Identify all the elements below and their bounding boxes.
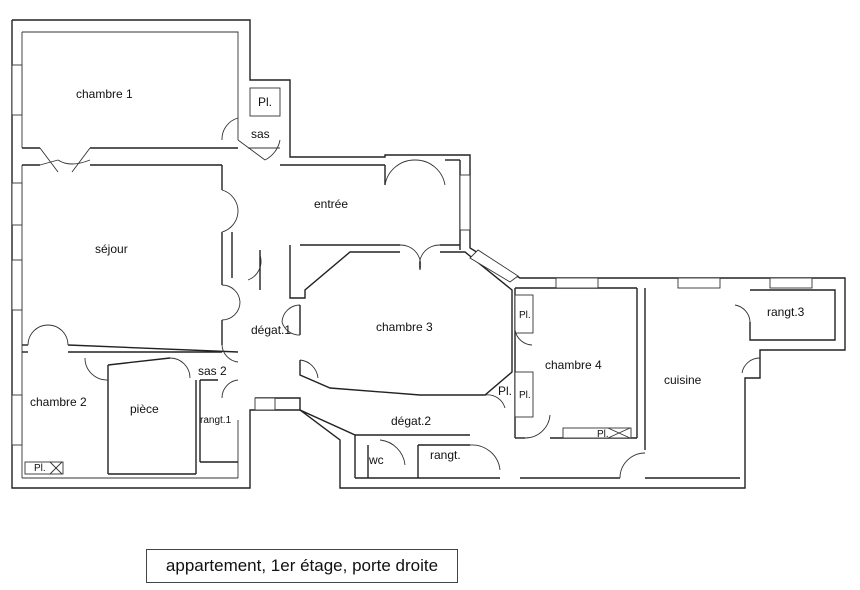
window-cuisine-1 — [677, 277, 721, 289]
room-labels: chambre 1 Pl. sas entrée séjour chambre … — [30, 87, 805, 474]
label-chambre4: chambre 4 — [545, 358, 602, 372]
label-wc: wc — [368, 453, 384, 467]
window-chambre1 — [11, 64, 23, 116]
window-chambre2 — [11, 394, 23, 446]
label-chambre2: chambre 2 — [30, 395, 87, 409]
window-degat2 — [254, 397, 276, 411]
label-sejour: séjour — [95, 242, 128, 256]
label-placard-ch3: Pl. — [498, 384, 512, 398]
label-degat1: dégat.1 — [251, 323, 291, 337]
label-cuisine: cuisine — [664, 373, 702, 387]
window-sejour-1 — [11, 182, 23, 226]
label-placard-ch4-bottom: Pl. — [597, 429, 609, 440]
label-sas2: sas 2 — [198, 364, 227, 378]
label-rangt3: rangt.3 — [767, 305, 805, 319]
doors — [27, 117, 761, 479]
plan-caption: appartement, 1er étage, porte droite — [146, 549, 458, 583]
window-chambre4 — [555, 277, 599, 289]
label-chambre1: chambre 1 — [76, 87, 133, 101]
window-cuisine-2 — [769, 277, 813, 289]
window-sejour-2 — [11, 259, 23, 311]
label-piece: pièce — [130, 402, 159, 416]
label-placard-top: Pl. — [258, 95, 272, 109]
label-placard-ch4-mid: Pl. — [519, 390, 531, 401]
window-diagonal — [469, 249, 519, 283]
label-entree: entrée — [314, 197, 348, 211]
label-placard-ch4-top: Pl. — [519, 310, 531, 321]
label-chambre3: chambre 3 — [376, 320, 433, 334]
label-rangt: rangt. — [430, 448, 461, 462]
label-degat2: dégat.2 — [391, 414, 431, 428]
window-entree — [459, 174, 471, 231]
windows — [11, 64, 813, 475]
label-rangt1: rangt.1 — [200, 415, 232, 426]
label-sas: sas — [251, 127, 270, 141]
label-placard-ch2: Pl. — [34, 463, 46, 474]
